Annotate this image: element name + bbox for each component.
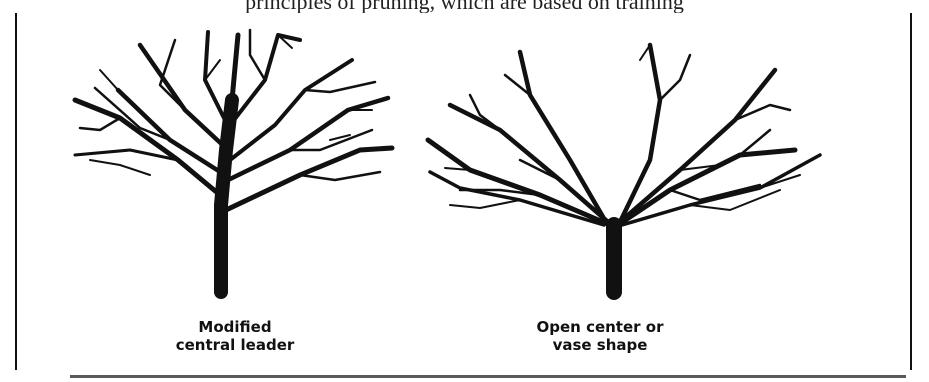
label-modified-central-leader: Modified central leader	[155, 318, 315, 354]
label-left-line2: central leader	[155, 336, 315, 354]
label-right-line2: vase shape	[500, 336, 700, 354]
open-center-vase-tree	[428, 45, 820, 292]
label-right-line1: Open center or	[500, 318, 700, 336]
left-tree-leader	[232, 35, 238, 100]
label-open-center-vase: Open center or vase shape	[500, 318, 700, 354]
modified-central-leader-tree	[75, 30, 392, 292]
label-left-line1: Modified	[155, 318, 315, 336]
bottom-rule	[70, 375, 906, 378]
